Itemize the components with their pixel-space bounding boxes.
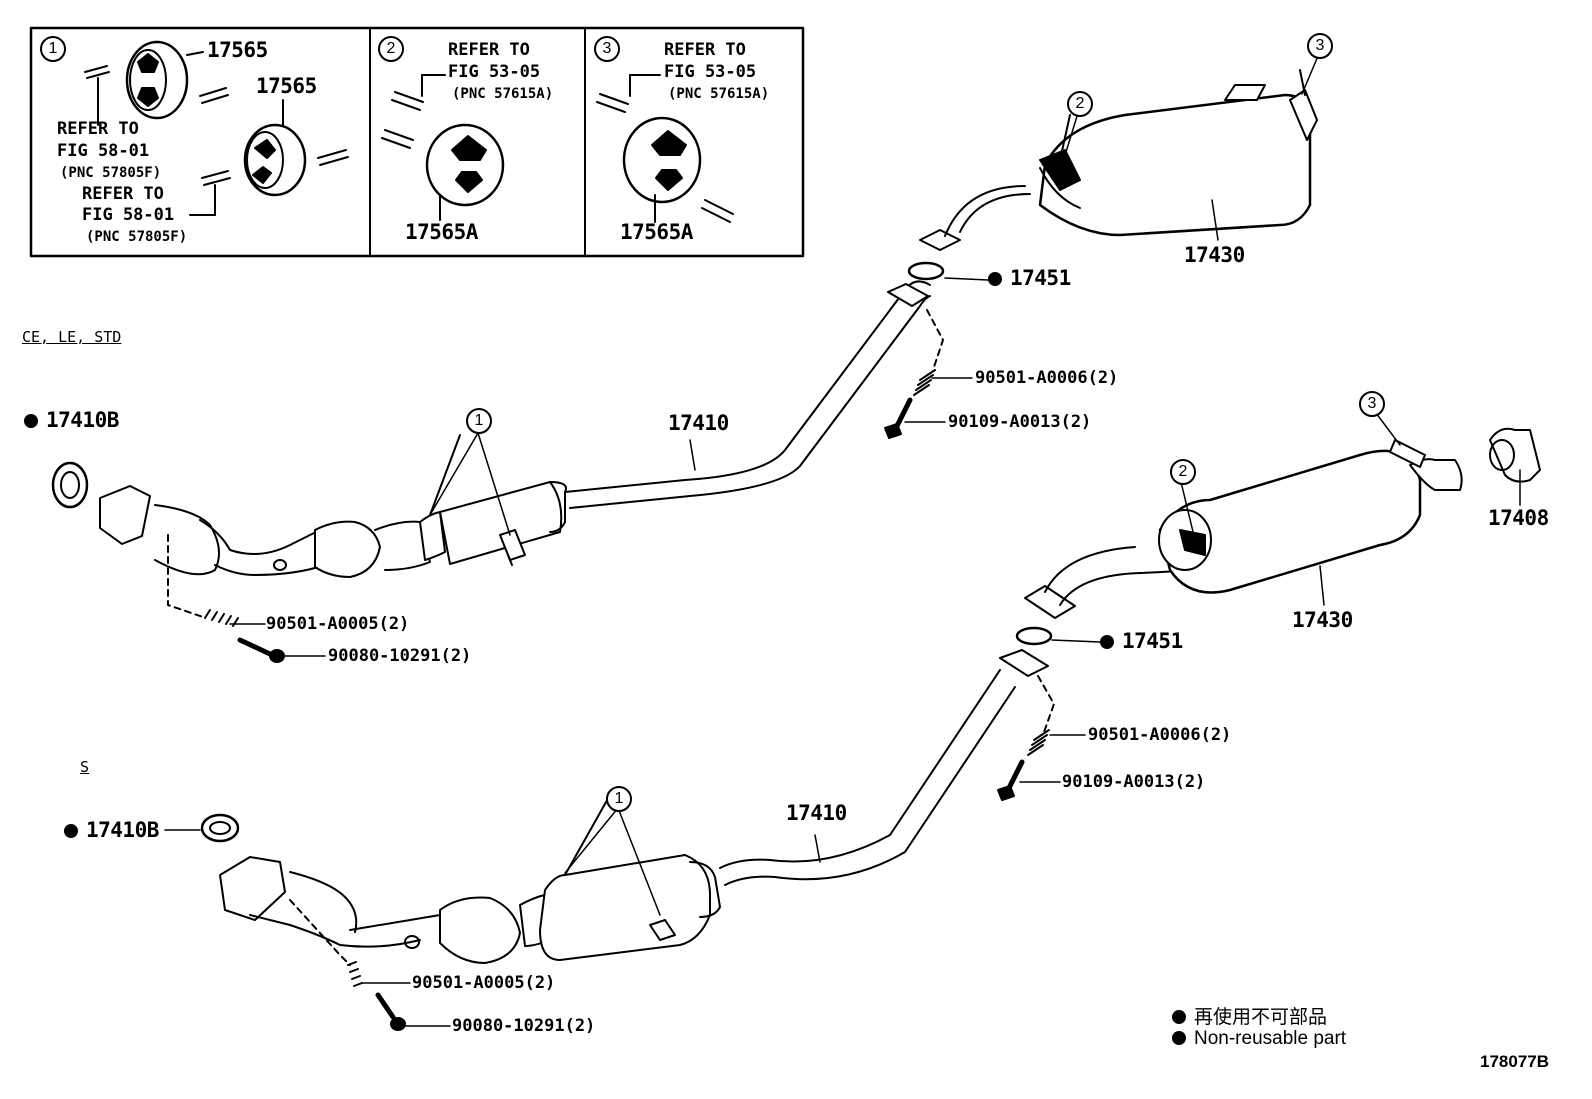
lower-front-bolt-label: 90080-10291(2) <box>452 1016 596 1036</box>
non-reusable-dot-icon <box>64 824 78 838</box>
lower-front-gasket <box>200 813 240 843</box>
upper-muffler-label: 17430 <box>1184 243 1245 267</box>
upper-bolt-assembly <box>884 309 944 439</box>
upper-gasket-rear-label: 17451 <box>988 268 1071 289</box>
upper-gasket-front-text: 17410B <box>46 408 119 432</box>
upper-front-gasket <box>51 461 89 509</box>
lower-tail-tip-label: 17408 <box>1488 506 1549 530</box>
lower-pipe-label: 17410 <box>786 801 847 825</box>
lower-gasket-front-text: 17410B <box>86 818 159 842</box>
panel3-hanger <box>622 116 702 223</box>
section-lower-label: S <box>80 758 90 776</box>
lower-front-pipe <box>219 794 721 964</box>
lower-bolt-assembly <box>997 675 1055 801</box>
upper-main-pipe <box>564 280 931 509</box>
panel3-rods <box>596 74 734 223</box>
upper-gasket-rear <box>907 261 945 281</box>
upper-gasket-rear-text: 17451 <box>1010 266 1071 290</box>
lower-muffler-label: 17430 <box>1292 608 1353 632</box>
panel1-rods-a <box>84 65 229 126</box>
panel1-hanger-a <box>125 40 204 120</box>
upper-front-spring-label: 90501-A0005(2) <box>266 614 410 634</box>
section-upper-label: CE, LE, STD <box>22 328 122 346</box>
upper-front-pipe <box>99 434 567 578</box>
lower-gasket-front-label: 17410B <box>64 820 159 841</box>
callout-3-inset: 3 <box>594 36 620 62</box>
legend-dot-icon <box>1172 1031 1186 1045</box>
inset3-ref-line1: REFER TO <box>664 40 746 60</box>
inset1-part-a: 17565 <box>207 38 268 62</box>
upper-gasket-front-label: 17410B <box>24 410 119 431</box>
panel2-rods <box>381 74 446 149</box>
inset2-ref-line2: FIG 53-05 <box>448 62 541 82</box>
inset2-part: 17565A <box>405 220 478 244</box>
inset-box <box>29 26 805 258</box>
inset1-ref1-line1: REFER TO <box>57 119 139 139</box>
lower-muffler <box>1024 427 1541 619</box>
legend-dot-icon <box>1172 1010 1186 1024</box>
upper-pipe-label: 17410 <box>668 411 729 435</box>
lower-gasket-rear <box>1015 626 1053 646</box>
legend-en-text: Non-reusable part <box>1194 1028 1347 1049</box>
lower-front-spring-label: 90501-A0005(2) <box>412 973 556 993</box>
diagram-code: 178077B <box>1480 1052 1550 1071</box>
inset1-part-b: 17565 <box>256 74 317 98</box>
inset3-ref-line2: FIG 53-05 <box>664 62 757 82</box>
inset2-ref-line3: (PNC 57615A) <box>452 86 554 102</box>
inset1-ref2-line3: (PNC 57805F) <box>86 229 188 245</box>
lower-spring-label: 90501-A0006(2) <box>1088 725 1232 745</box>
lower-main-pipe <box>719 649 1049 886</box>
callout-1-inset: 1 <box>40 36 66 62</box>
inset1-ref1-line3: (PNC 57805F) <box>60 165 162 181</box>
callout-2-inset: 2 <box>378 36 404 62</box>
lower-gasket-rear-label: 17451 <box>1100 631 1183 652</box>
lower-bolt-label: 90109-A0013(2) <box>1062 772 1206 792</box>
leader-lines <box>164 55 1521 1027</box>
inset2-ref-line1: REFER TO <box>448 40 530 60</box>
inset1-ref2-line1: REFER TO <box>82 184 164 204</box>
callout-2-upper: 2 <box>1067 91 1093 117</box>
callout-1-upper: 1 <box>466 408 492 434</box>
legend-en: Non-reusable part <box>1172 1028 1346 1050</box>
inset1-ref1-line2: FIG 58-01 <box>57 141 150 161</box>
legend-jp-text: 再使用不可部品 <box>1194 1007 1328 1028</box>
panel2-hanger <box>425 123 505 221</box>
non-reusable-dot-icon <box>1100 635 1114 649</box>
callout-2-lower: 2 <box>1170 459 1196 485</box>
callout-3-lower: 3 <box>1359 391 1385 417</box>
inset3-ref-line3: (PNC 57615A) <box>668 86 770 102</box>
upper-bolt-label: 90109-A0013(2) <box>948 412 1092 432</box>
upper-front-bolt-label: 90080-10291(2) <box>328 646 472 666</box>
panel1-hanger-b <box>189 99 349 216</box>
lower-gasket-rear-text: 17451 <box>1122 629 1183 653</box>
callout-1-lower: 1 <box>606 786 632 812</box>
upper-front-bolt-assembly <box>167 534 285 663</box>
inset3-part: 17565A <box>620 220 693 244</box>
non-reusable-dot-icon <box>24 414 38 428</box>
upper-spring-label: 90501-A0006(2) <box>975 368 1119 388</box>
inset1-ref2-line2: FIG 58-01 <box>82 205 175 225</box>
callout-3-upper: 3 <box>1307 33 1333 59</box>
lower-front-bolt-assembly <box>289 899 406 1031</box>
upper-muffler <box>919 69 1318 251</box>
legend-jp: 再使用不可部品 <box>1172 1002 1327 1029</box>
non-reusable-dot-icon <box>988 272 1002 286</box>
